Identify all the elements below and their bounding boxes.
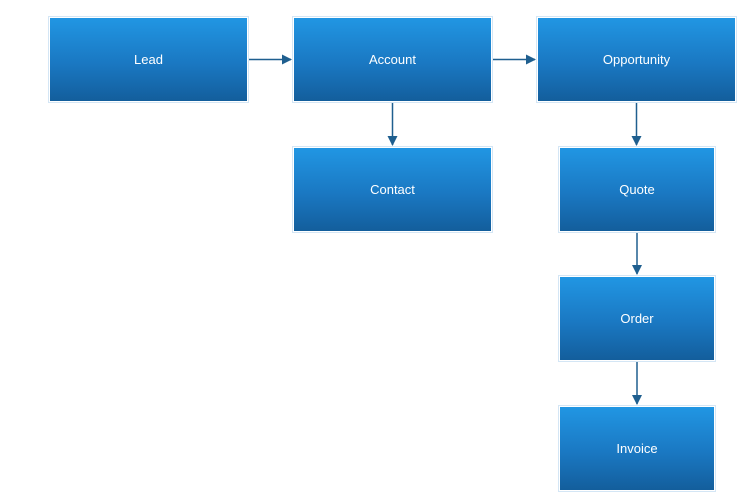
node-contact-label: Contact: [370, 182, 415, 197]
node-order[interactable]: Order: [559, 276, 715, 361]
node-quote[interactable]: Quote: [559, 147, 715, 232]
node-order-label: Order: [620, 311, 654, 326]
node-lead-label: Lead: [134, 52, 163, 67]
node-invoice-label: Invoice: [616, 441, 658, 456]
node-account-label: Account: [369, 52, 416, 67]
node-invoice[interactable]: Invoice: [559, 406, 715, 491]
node-account[interactable]: Account: [293, 17, 492, 102]
node-opportunity-label: Opportunity: [602, 52, 671, 67]
node-lead[interactable]: Lead: [49, 17, 248, 102]
node-contact[interactable]: Contact: [293, 147, 492, 232]
node-quote-label: Quote: [619, 182, 655, 197]
node-opportunity[interactable]: Opportunity: [537, 17, 736, 102]
